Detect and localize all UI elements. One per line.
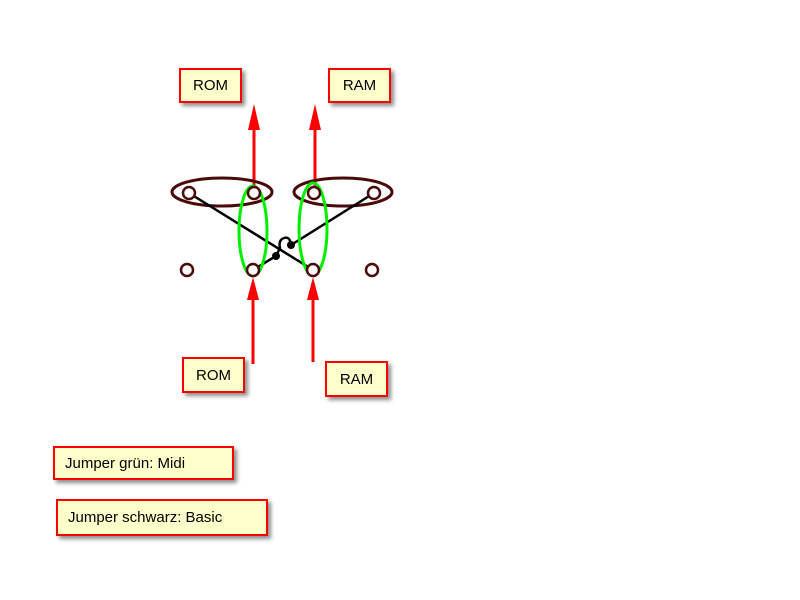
wire-junction-dot: [287, 241, 295, 249]
pin: [181, 185, 197, 201]
pin: [305, 262, 321, 278]
jumper-ellipse-left: [170, 176, 274, 208]
label-rom-top: ROM: [179, 68, 242, 103]
arrow-ram-top: [309, 104, 321, 190]
legend-green-jumper: Jumper grün: Midi: [53, 446, 234, 480]
label-rom-bottom: ROM: [182, 357, 245, 393]
pin: [179, 262, 195, 278]
pin: [366, 185, 382, 201]
pins: [179, 185, 382, 278]
pin: [246, 185, 262, 201]
arrow-rom-bottom: [247, 277, 259, 364]
wire-junction-dot: [272, 252, 280, 260]
legend-black-jumper: Jumper schwarz: Basic: [56, 499, 268, 536]
arrow-ram-bottom: [307, 277, 319, 362]
pin: [306, 185, 322, 201]
jumper-ellipse-right: [292, 176, 394, 208]
label-ram-bottom: RAM: [325, 361, 388, 397]
pin: [364, 262, 380, 278]
pin: [245, 262, 261, 278]
arrow-rom-top: [248, 104, 260, 190]
label-ram-top: RAM: [328, 68, 391, 103]
